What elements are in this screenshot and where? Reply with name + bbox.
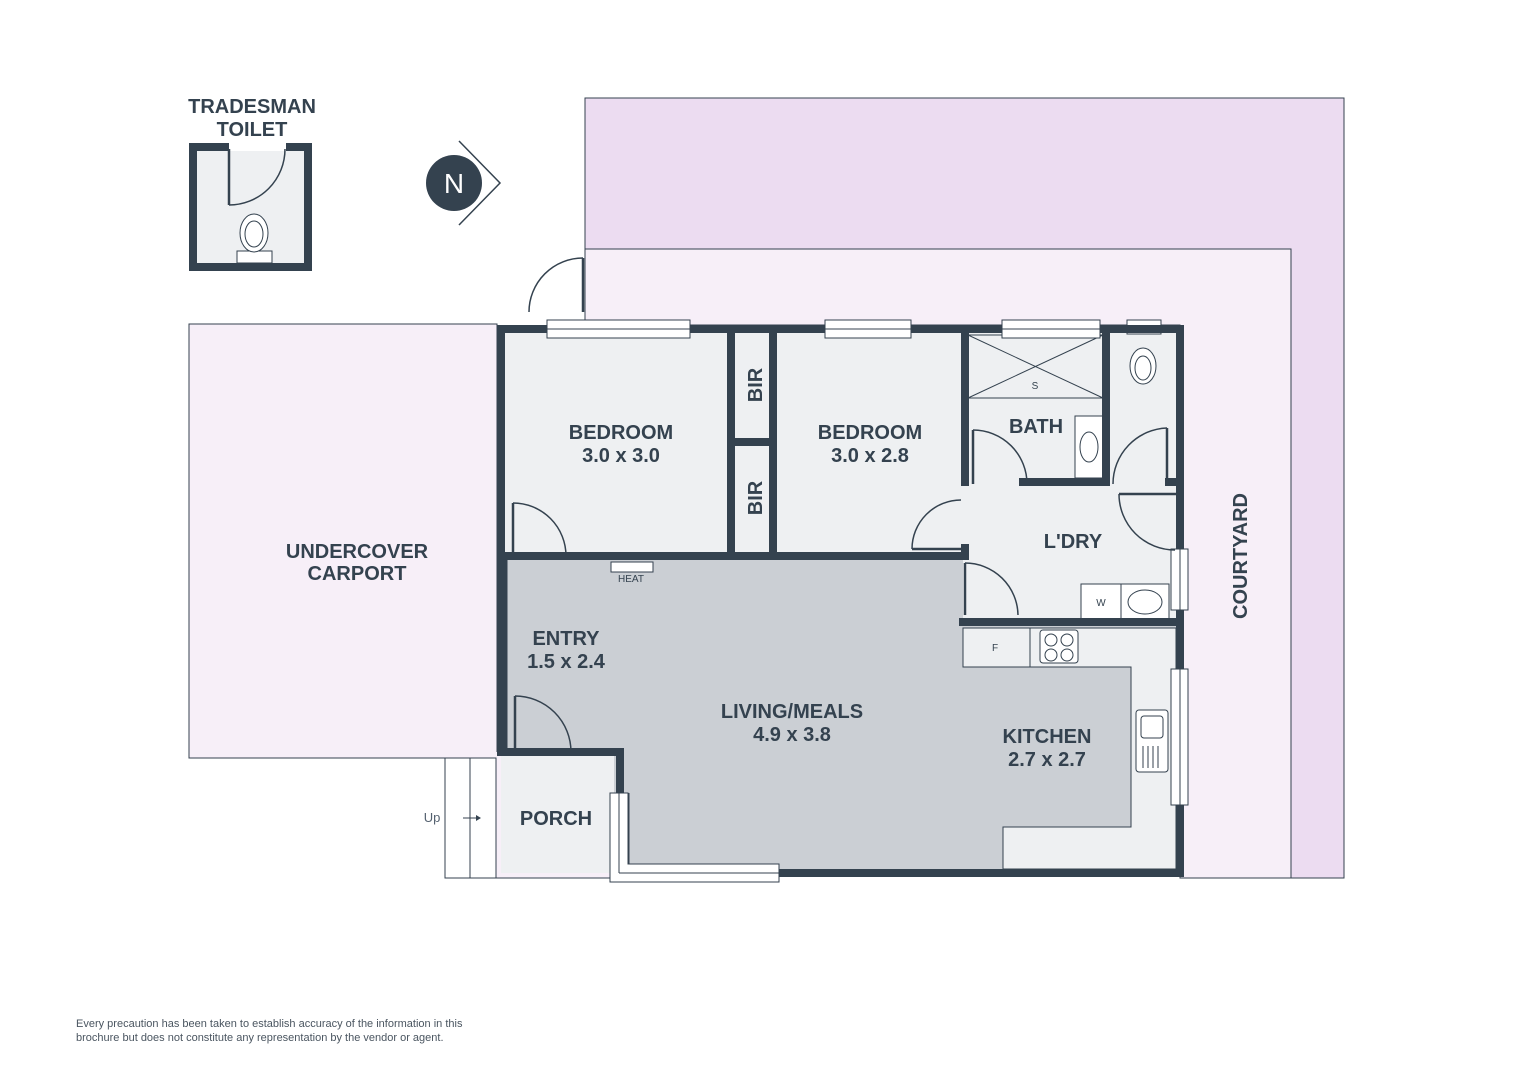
- interior-floors: [501, 329, 1180, 873]
- porch-label: PORCH: [520, 808, 592, 830]
- doors: [511, 257, 1178, 753]
- disclaimer-text: Every precaution has been taken to estab…: [76, 1018, 463, 1044]
- laundry-label: L'DRY: [1044, 531, 1103, 553]
- courtyard-label: COURTYARD: [1230, 493, 1252, 619]
- bath-label: BATH: [1009, 416, 1063, 438]
- bedroom2-name: BEDROOM: [818, 422, 922, 444]
- windows: [546, 319, 1189, 883]
- living-size: 4.9 x 3.8: [753, 724, 831, 746]
- washer-label: W: [1096, 598, 1106, 609]
- bedroom1-size: 3.0 x 3.0: [582, 445, 660, 467]
- living-name: LIVING/MEALS: [721, 701, 863, 723]
- heat-label: HEAT: [618, 574, 644, 585]
- laundry-fixtures: [1080, 583, 1170, 621]
- fridge-label: F: [992, 643, 998, 654]
- bir-label-2: BIR: [745, 480, 767, 515]
- bir-label-1: BIR: [745, 367, 767, 402]
- shower-label: S: [1032, 381, 1039, 392]
- heater: [610, 561, 654, 573]
- tradesman-label-2: TOILET: [217, 119, 288, 141]
- tradesman-label-1: TRADESMAN: [188, 96, 316, 118]
- carport-label-2: CARPORT: [308, 563, 407, 585]
- fixture-labels: HEAT S W F Up: [424, 381, 1107, 825]
- bedroom2-size: 3.0 x 2.8: [831, 445, 909, 467]
- up-label: Up: [424, 810, 441, 825]
- bath-fixtures: [967, 319, 1162, 479]
- courtyard-area: [584, 97, 1345, 879]
- bedroom1-name: BEDROOM: [569, 422, 673, 444]
- kitchen-name: KITCHEN: [1003, 726, 1092, 748]
- tradesman-toilet: [189, 143, 312, 271]
- entry-name: ENTRY: [532, 628, 600, 650]
- north-compass: N: [426, 140, 502, 226]
- carport-area: [188, 323, 498, 759]
- kitchen-size: 2.7 x 2.7: [1008, 749, 1086, 771]
- entry-size: 1.5 x 2.4: [527, 651, 606, 673]
- compass-letter: N: [444, 168, 464, 199]
- kitchen-benches: [962, 627, 1177, 870]
- carport-label-1: UNDERCOVER: [286, 541, 429, 563]
- room-labels: TRADESMAN TOILET BEDROOM 3.0 x 3.0 BEDRO…: [188, 96, 1252, 830]
